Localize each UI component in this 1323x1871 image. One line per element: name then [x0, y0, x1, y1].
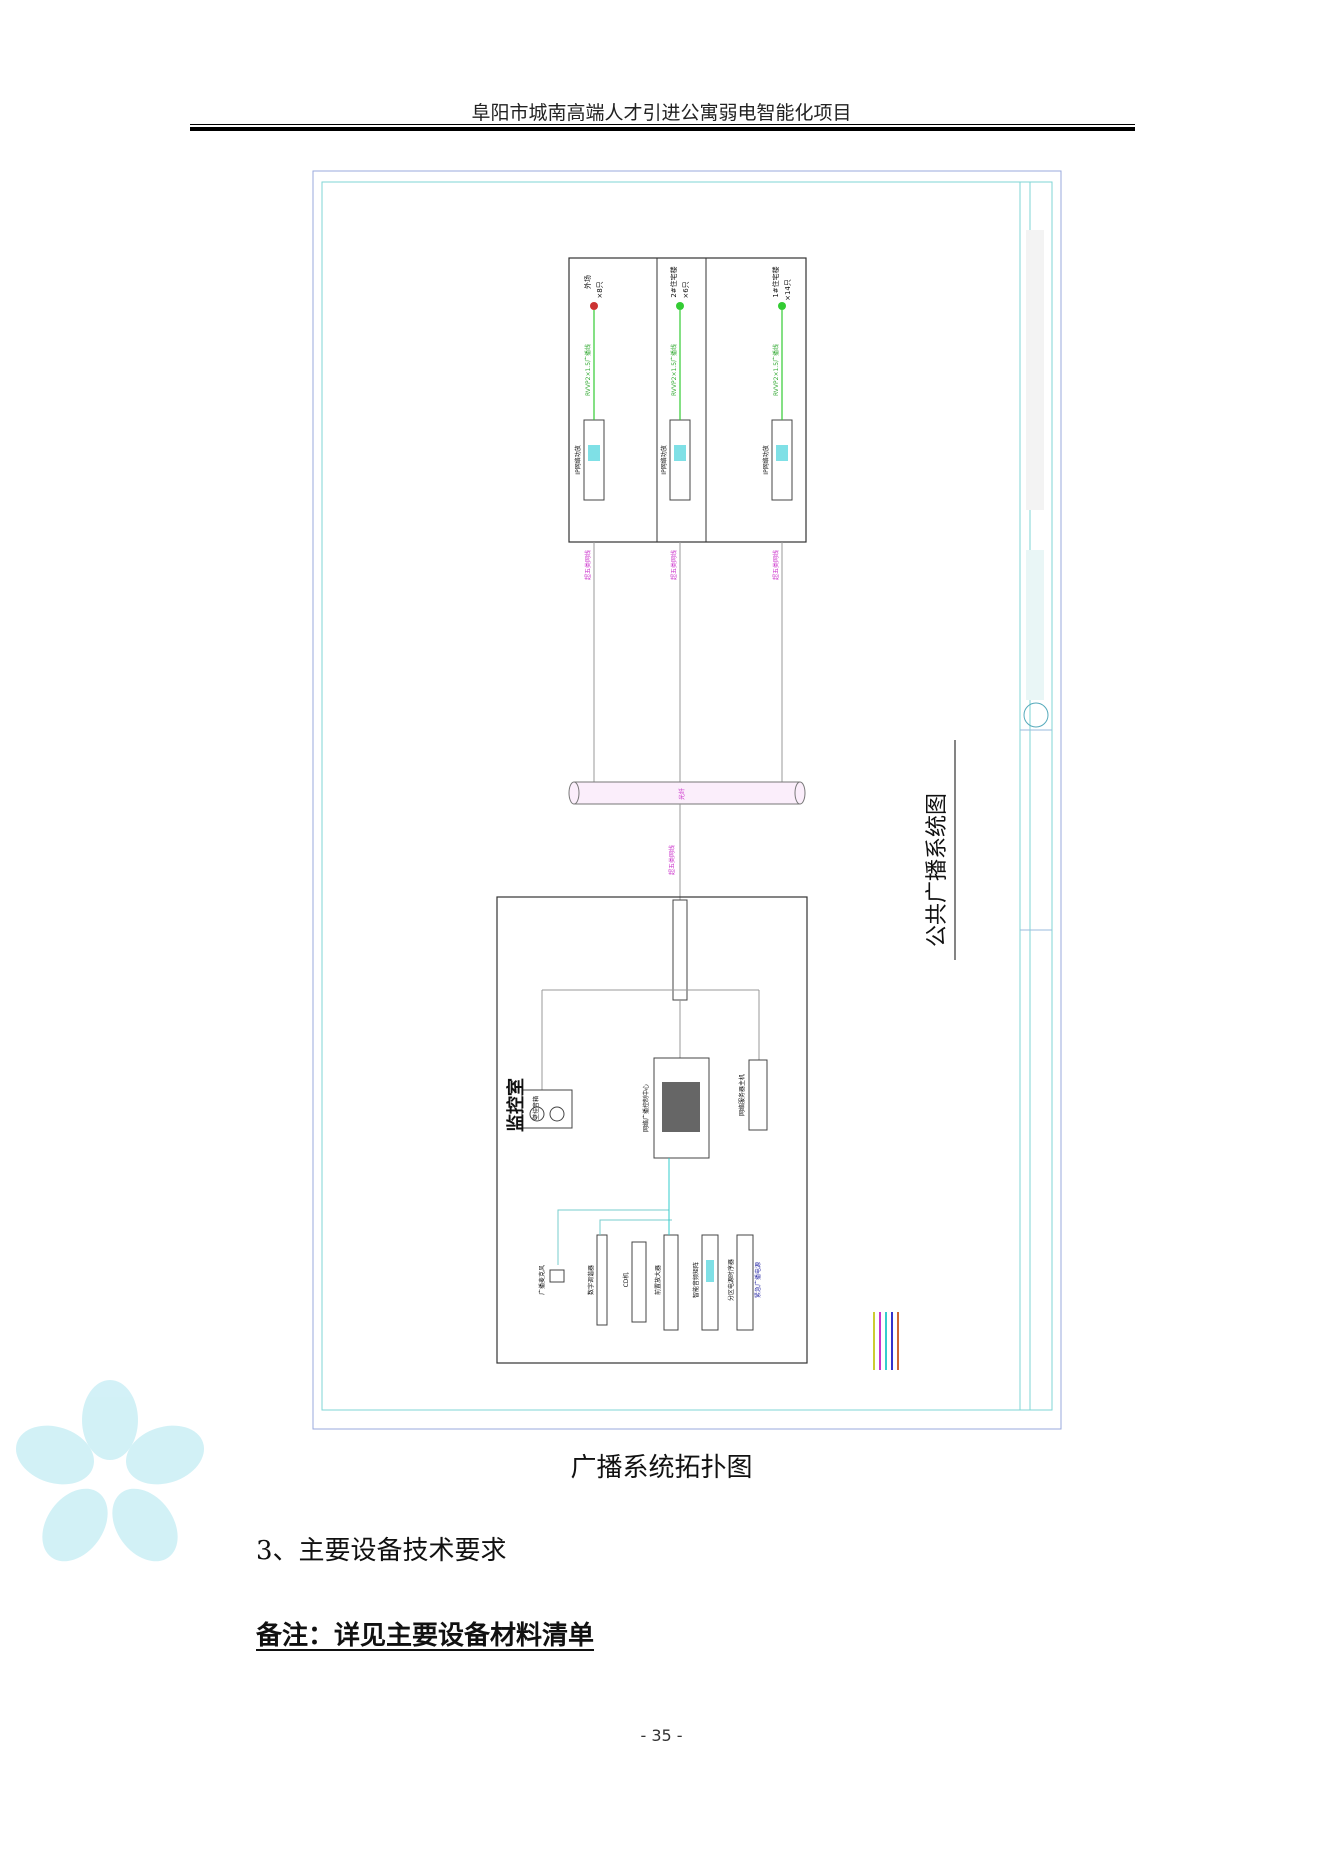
- microphone-device: [549, 1269, 565, 1283]
- speaker-icon-3: [778, 302, 786, 310]
- mic-label: 广播麦克风: [538, 1265, 546, 1295]
- zone-amp-1: [583, 419, 605, 501]
- cable-label-zone-2: 超五类网线: [670, 550, 678, 580]
- legend-lines: [873, 1312, 899, 1370]
- zone-amp-2: [669, 419, 691, 501]
- remark-note: 备注：详见主要设备材料清单: [256, 1621, 595, 1651]
- wall-speaker-label: 壁挂音箱: [532, 1096, 540, 1120]
- drawing-svg: 公共广播系统图 监控室 光纤 超五类网线 超五类网线 超五类网线 超五类网线 外…: [312, 170, 1062, 1430]
- title-block-company: [1026, 550, 1044, 700]
- wall-speaker-device: [521, 1089, 573, 1129]
- rack-label-6: 紧急广播电源: [754, 1262, 762, 1298]
- speaker-icon-2: [676, 302, 684, 310]
- broadcast-host-device: [653, 1057, 710, 1159]
- control-room-label: 监控室: [505, 1078, 527, 1132]
- section-heading: 3、主要设备技术要求: [256, 1536, 507, 1566]
- header-rule-thin: [190, 124, 1135, 125]
- drawing-title: 公共广播系统图: [925, 793, 950, 947]
- company-seal: [1023, 702, 1049, 728]
- zones-box: [568, 257, 807, 543]
- cable-label-zone-3: 超五类网线: [772, 550, 780, 580]
- drawing-outer-frame: [312, 170, 1062, 1430]
- figure-caption: 广播系统拓扑图: [570, 1453, 753, 1483]
- cable-label-main: 超五类网线: [668, 845, 676, 875]
- server-label: 网络服务器主机: [738, 1074, 746, 1116]
- zone-amp-3: [771, 419, 793, 501]
- zone-count-1: ×8只: [596, 281, 604, 298]
- zone-line-1: RVVP2×1.5广播线: [584, 344, 592, 396]
- zone-count-3: ×14只: [784, 279, 792, 301]
- zone-name-2: 2#住宅楼: [669, 266, 678, 297]
- rack-label-1: 数字调谐器: [587, 1265, 595, 1295]
- cloud-label: 光纤: [678, 788, 686, 800]
- title-block-notes: [1026, 230, 1044, 510]
- host-label: 网络广播控制中心: [642, 1084, 650, 1132]
- zone-count-2: ×6只: [682, 281, 690, 298]
- zone-name-3: 1#住宅楼: [771, 266, 780, 297]
- header-rule-thick: [190, 127, 1135, 131]
- zone-amp-label-3: IP网络功放: [762, 445, 770, 474]
- rack-label-5: 分区电源时序器: [727, 1259, 735, 1301]
- fiber-cloud: [568, 781, 806, 805]
- page-number: - 35 -: [640, 1726, 683, 1745]
- zone-amp-label-1: IP网络功放: [574, 445, 582, 474]
- control-room-box: [496, 896, 808, 1364]
- drawing-inner-frame: [321, 181, 1031, 1411]
- network-switch: [672, 899, 688, 1001]
- rack-label-3: 前置放大器: [654, 1265, 662, 1295]
- zone-line-2: RVVP2×1.5广播线: [670, 344, 678, 396]
- zone-amp-label-2: IP网络功放: [660, 445, 668, 474]
- header-title: 阜阳市城南高端人才引进公寓弱电智能化项目: [471, 102, 852, 124]
- rack-label-2: CD机: [622, 1273, 630, 1288]
- rack-label-4: 智能音频矩阵: [692, 1262, 700, 1298]
- rack-devices: [596, 1234, 754, 1331]
- broadcast-topology-drawing: 公共广播系统图 监控室 光纤 超五类网线 超五类网线 超五类网线 超五类网线 外…: [312, 170, 1062, 1430]
- zone-name-1: 外场: [583, 275, 592, 289]
- cable-label-zone-1: 超五类网线: [584, 550, 592, 580]
- server-device: [748, 1059, 768, 1131]
- title-block: [1019, 181, 1053, 1411]
- zone-line-3: RVVP2×1.5广播线: [772, 344, 780, 396]
- speaker-icon-1: [590, 302, 598, 310]
